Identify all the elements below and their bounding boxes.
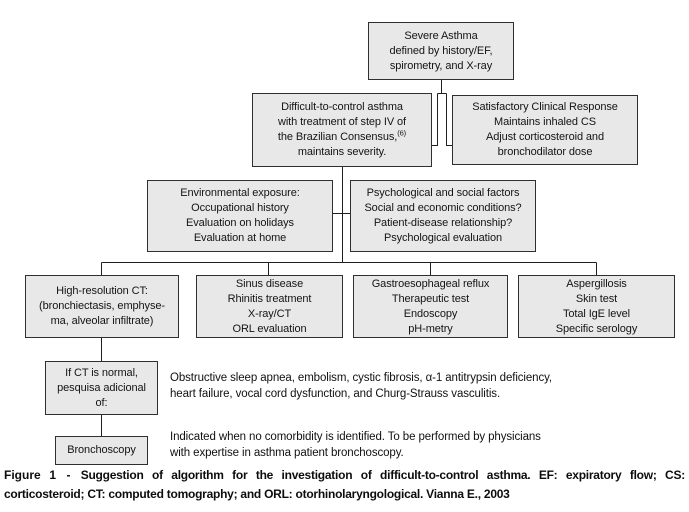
node-text-line: Endoscopy — [403, 307, 458, 320]
node-text-line: with treatment of step IV of — [277, 116, 407, 128]
node-text-line: maintains severity. — [297, 146, 387, 158]
node-text-line: pesquisa adicional — [57, 381, 146, 394]
node-text-line: ORL evaluation — [232, 322, 307, 335]
node-text-line: defined by history/EF, — [389, 44, 493, 57]
node-text-line: Sinus disease — [235, 277, 304, 290]
connector-bracket-right — [446, 93, 453, 146]
note-text-line: with expertise in asthma patient broncho… — [170, 446, 404, 459]
node-text-line: Evaluation on holidays — [186, 217, 294, 229]
node-text-line: Severe Asthma — [404, 29, 478, 42]
figure-caption-dash: - — [66, 468, 71, 482]
node-text-line: Total IgE level — [563, 307, 630, 320]
node-text-line: Environmental exposure: — [180, 187, 300, 199]
node-difficult-to-control: Difficult-to-control asthma with treatme… — [252, 93, 432, 167]
node-text-line: If CT is normal, — [65, 366, 138, 379]
node-text-line: Aspergillosis — [566, 277, 627, 290]
figure-caption-label: Figure 1 — [4, 468, 57, 482]
node-text-line: pH-metry — [408, 322, 453, 335]
figure-caption: Figure 1 - Suggestion of algorithm for t… — [4, 466, 685, 504]
node-text-line: Skin test — [575, 292, 618, 305]
node-text-line: Evaluation at home — [193, 232, 287, 244]
node-text-line: Psychological and social factors — [366, 187, 520, 199]
node-text-line: the Brazilian Consensus,(6) — [277, 128, 407, 145]
node-text-line: spirometry, and X-ray — [389, 59, 493, 72]
node-text-line: Difficult-to-control asthma — [281, 101, 403, 113]
node-text-line: (bronchiectasis, emphyse- — [39, 300, 165, 312]
node-text-line: Occupational history — [191, 202, 289, 214]
node-text-line: Maintains inhaled CS — [494, 116, 596, 128]
note-text-line: Obstructive sleep apnea, embolism, cysti… — [170, 372, 553, 384]
node-text-fragment: the Brazilian Consensus, — [277, 131, 398, 143]
node-text-line: Social and economic conditions? — [364, 202, 522, 214]
node-text-line: Patient-disease relationship? — [373, 217, 513, 229]
node-text-line: Specific serology — [555, 322, 638, 335]
node-gastroesophageal-reflux: Gastroesophageal reflux Therapeutic test… — [353, 275, 508, 338]
node-severe-asthma: Severe Asthma defined by history/EF, spi… — [368, 22, 514, 80]
bronchoscopy-note: Indicated when no comorbidity is identif… — [170, 430, 682, 461]
note-text-line: Indicated when no comorbidity is identif… — [170, 431, 541, 443]
figure-caption-text: Suggestion of algorithm for the investig… — [4, 468, 685, 501]
node-environmental-exposure: Environmental exposure: Occupational his… — [147, 180, 333, 252]
node-text-line: High-resolution CT: — [56, 285, 148, 297]
node-text-line: Therapeutic test — [391, 292, 470, 305]
node-aspergillosis: Aspergillosis Skin test Total IgE level … — [518, 275, 675, 338]
note-text-line: heart failure, vocal cord dysfunction, a… — [170, 387, 501, 400]
node-text-line: X-ray/CT — [247, 307, 292, 320]
node-psychological-factors: Psychological and social factors Social … — [350, 180, 536, 252]
node-text-line: of: — [95, 396, 108, 409]
node-satisfactory-response: Satisfactory Clinical Response Maintains… — [452, 95, 638, 165]
node-text-line: ma, alveolar infiltrate) — [50, 315, 154, 327]
node-text-line: Satisfactory Clinical Response — [472, 101, 618, 113]
node-text-line: Rhinitis treatment — [227, 292, 312, 305]
node-sinus-disease: Sinus disease Rhinitis treatment X-ray/C… — [196, 275, 343, 338]
node-if-ct-normal: If CT is normal, pesquisa adicional of: — [45, 361, 158, 415]
node-text-line: Adjust corticosteroid and — [486, 131, 604, 143]
reference-superscript: (6) — [397, 128, 407, 138]
node-text-line: Gastroesophageal reflux — [371, 277, 490, 290]
comorbidities-note: Obstructive sleep apnea, embolism, cysti… — [170, 371, 682, 402]
node-high-resolution-ct: High-resolution CT: (bronchiectasis, emp… — [25, 275, 179, 338]
node-text-line: Psychological evaluation — [383, 232, 503, 244]
node-text-line: Bronchoscopy — [67, 444, 136, 456]
node-bronchoscopy: Bronchoscopy — [55, 436, 148, 465]
connector-bracket-left — [431, 93, 438, 146]
node-text-line: bronchodilator dose — [497, 146, 593, 158]
